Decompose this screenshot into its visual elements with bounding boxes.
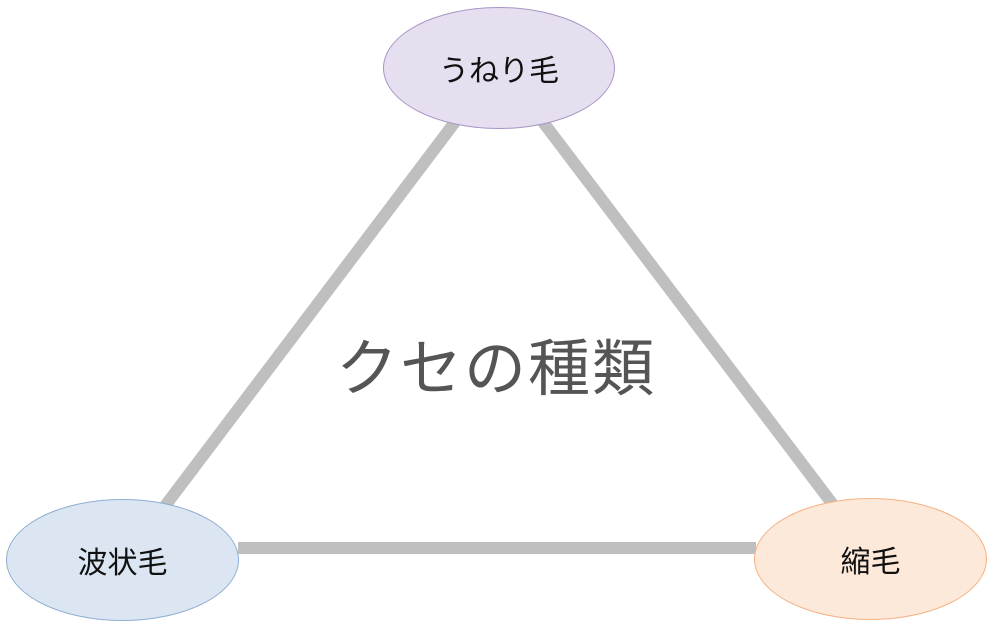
node-hajou-mou: 波状毛: [6, 499, 239, 621]
node-label: うねり毛: [439, 54, 559, 89]
edge-top-right: [538, 118, 839, 510]
diagram-title: クセの種類: [335, 332, 656, 405]
node-uneri-ke: うねり毛: [383, 7, 615, 129]
node-label: 波状毛: [77, 546, 168, 581]
node-label: 縮毛: [840, 545, 901, 580]
edge-top-left: [160, 118, 460, 510]
node-shukumou: 縮毛: [754, 498, 987, 620]
